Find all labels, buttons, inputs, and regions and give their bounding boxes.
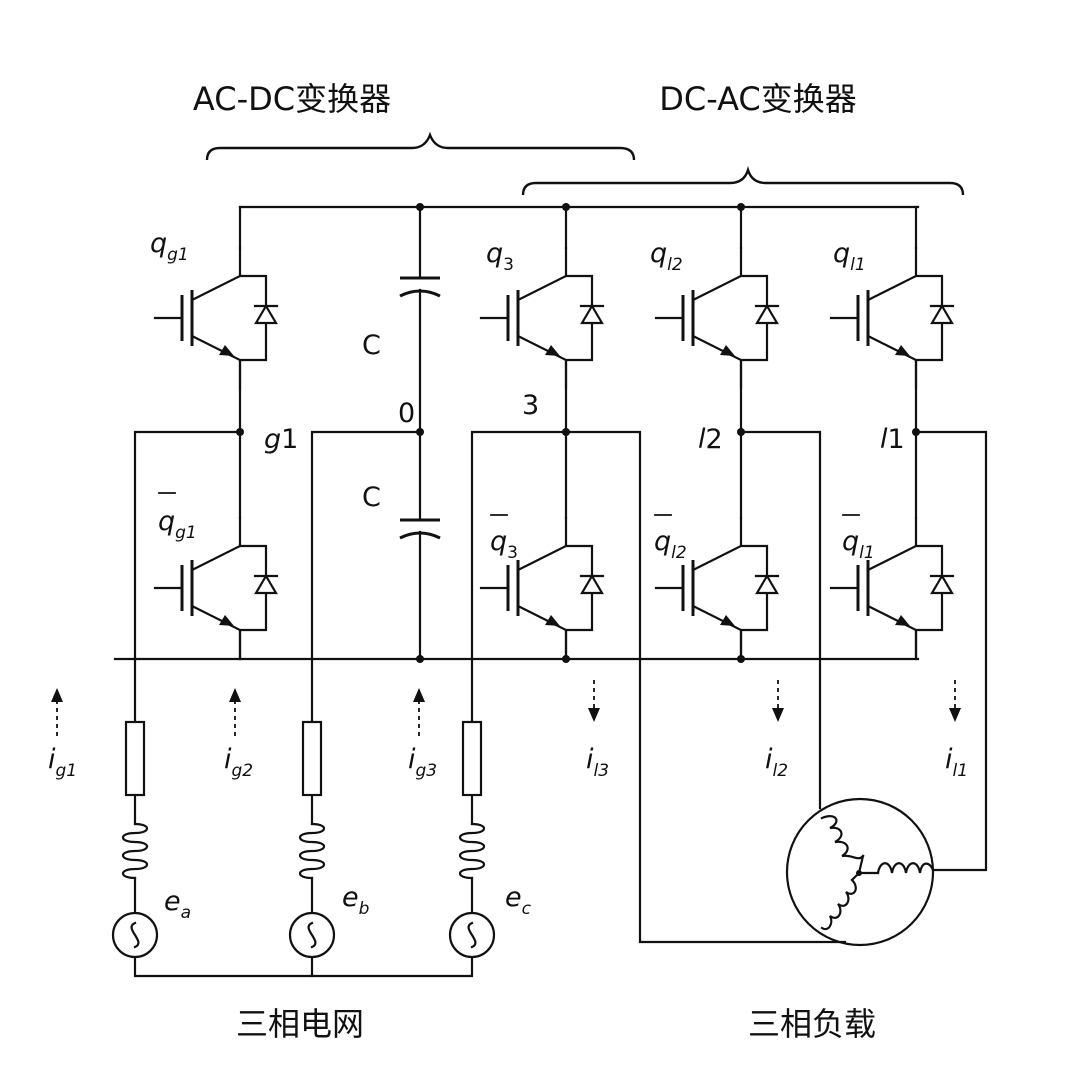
switch-label-ql1: ql1	[833, 238, 866, 275]
grid-phase-wires	[133, 430, 568, 978]
ac-dc-brace	[205, 131, 636, 161]
resistor-b	[301, 720, 323, 797]
ac-source-ea	[111, 911, 159, 959]
svg-text:ql2: ql2	[650, 238, 683, 275]
node-label-g1: g1	[264, 424, 298, 455]
ac-dc-converter-label: AC-DC变换器	[193, 80, 391, 118]
ac-source-ec	[448, 911, 496, 959]
current-label-ig1: ig1	[48, 744, 77, 781]
current-label-ig3: ig3	[408, 744, 437, 781]
switch-label-qg1: qg1	[150, 228, 189, 265]
load-caption: 三相负载	[748, 1005, 876, 1043]
current-label-il3: il3	[586, 744, 609, 781]
ac-source-eb	[288, 911, 336, 959]
switch-label-qg1-bar: qg1	[158, 492, 197, 543]
inductor-c	[458, 822, 486, 880]
capacitor-lower-label: C	[362, 482, 381, 513]
load-phase-wires	[564, 430, 988, 944]
dc-ac-converter-label: DC-AC变换器	[659, 80, 857, 118]
node-label-3: 3	[522, 390, 539, 421]
capacitor-upper-label: C	[362, 330, 381, 361]
source-label-ec: ec	[505, 882, 532, 919]
node-label-l2: l2	[698, 424, 723, 455]
svg-text:qg1: qg1	[158, 506, 197, 543]
igbt-qg1-bar	[153, 516, 279, 660]
inductor-a	[121, 822, 149, 880]
grid-caption: 三相电网	[236, 1005, 364, 1043]
svg-text:ql2: ql2	[654, 526, 687, 563]
current-label-il2: il2	[765, 744, 788, 781]
current-label-il1: il1	[945, 744, 968, 781]
current-label-ig2: ig2	[224, 744, 253, 781]
resistor-a	[124, 720, 146, 797]
switch-label-ql2-bar: ql2	[654, 514, 687, 563]
switch-label-ql2: ql2	[650, 238, 683, 275]
resistor-c	[461, 720, 483, 797]
current-arrows	[51, 680, 961, 736]
svg-text:qg1: qg1	[150, 228, 189, 265]
dc-ac-brace	[521, 165, 965, 196]
switch-label-q3: q3	[486, 238, 514, 275]
three-phase-motor	[785, 797, 935, 947]
igbt-qg1	[153, 246, 279, 390]
igbt-ql2-bar	[654, 516, 780, 660]
switch-label-q3-bar: q3	[490, 514, 518, 563]
svg-text:ql1: ql1	[842, 526, 875, 563]
svg-text:q3: q3	[490, 526, 518, 563]
node-label-0: 0	[398, 398, 415, 429]
capacitor-bank	[399, 205, 441, 661]
inductor-b	[298, 822, 326, 880]
svg-text:ql1: ql1	[833, 238, 866, 275]
switch-label-ql1-bar: ql1	[842, 514, 875, 563]
source-label-eb: eb	[342, 882, 369, 919]
igbt-q3	[479, 246, 605, 390]
node-label-l1: l1	[880, 424, 905, 455]
svg-text:q3: q3	[486, 238, 514, 275]
junction-dots	[236, 203, 920, 663]
source-label-ea: ea	[164, 886, 191, 923]
